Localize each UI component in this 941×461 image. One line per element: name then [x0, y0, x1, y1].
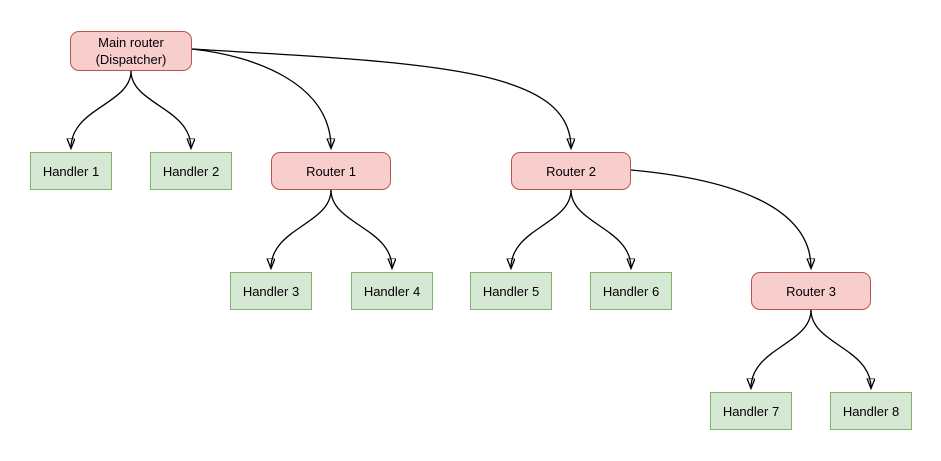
node-handler-2: Handler 2: [150, 152, 232, 190]
node-handler-5: Handler 5: [470, 272, 552, 310]
edge-main-to-router-1: [191, 48, 331, 148]
node-router-2: Router 2: [511, 152, 631, 190]
edge-router-3-to-handler-7: [751, 309, 812, 388]
node-handler-7: Handler 7: [710, 392, 792, 430]
edge-main-to-handler-2: [130, 70, 191, 148]
edge-router-1-to-handler-4: [330, 189, 392, 268]
edge-router-1-to-handler-3: [271, 189, 332, 268]
edge-router-3-to-handler-8: [810, 309, 871, 388]
node-handler-1: Handler 1: [30, 152, 112, 190]
node-handler-6: Handler 6: [590, 272, 672, 310]
edge-router-2-to-handler-6: [570, 189, 631, 268]
edge-router-2-to-handler-5: [511, 189, 572, 268]
edge-main-to-handler-1: [71, 70, 132, 148]
edge-router-2-to-router-3: [630, 169, 811, 268]
edge-main-to-router-2: [191, 48, 571, 148]
node-router-1: Router 1: [271, 152, 391, 190]
node-handler-3: Handler 3: [230, 272, 312, 310]
node-handler-8: Handler 8: [830, 392, 912, 430]
node-router-3: Router 3: [751, 272, 871, 310]
node-handler-4: Handler 4: [351, 272, 433, 310]
node-main-router: Main router (Dispatcher): [70, 31, 192, 71]
